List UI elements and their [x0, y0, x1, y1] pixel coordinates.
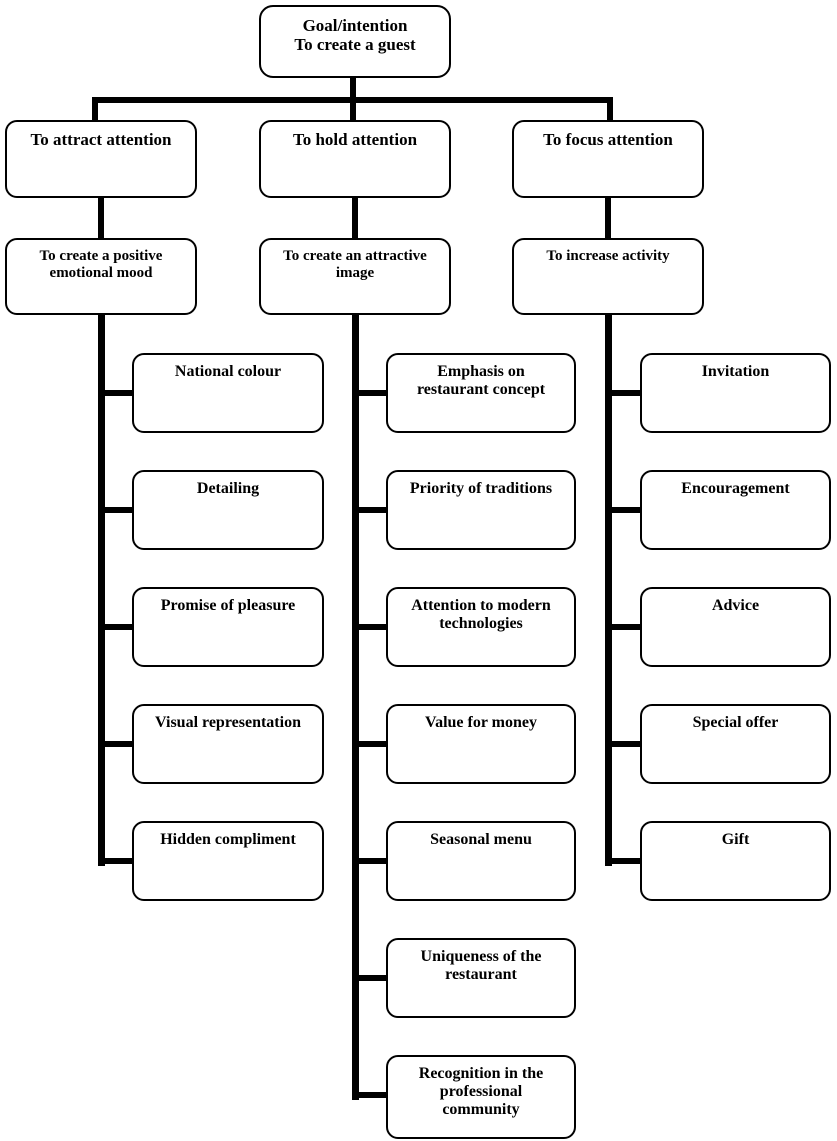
connector-stub-b1-1	[98, 390, 134, 396]
node-uniqueness-of-restaurant: Uniqueness of the restaurant	[386, 938, 576, 1018]
node-attention-modern-technologies: Attention to modern technologies	[386, 587, 576, 667]
node-priority-of-traditions-line1: Priority of traditions	[409, 480, 553, 497]
node-attractive-image-line1: To create an attractive	[283, 248, 427, 264]
node-value-for-money: Value for money	[386, 704, 576, 784]
connector-bus-drop-3	[607, 97, 613, 122]
node-recognition-professional-community-line3: community	[442, 1100, 520, 1118]
node-advice: Advice	[640, 587, 831, 667]
node-emphasis-restaurant-concept: Emphasis on restaurant concept	[386, 353, 576, 433]
connector-stub-b3-1	[605, 390, 641, 396]
connector-stub-b3-3	[605, 624, 641, 630]
node-seasonal-menu-line1: Seasonal menu	[430, 831, 532, 848]
connector-stub-b2-4	[352, 741, 388, 747]
node-positive-emotional-mood-line2: emotional mood	[49, 264, 153, 281]
node-promise-of-pleasure: Promise of pleasure	[132, 587, 324, 667]
node-advice-line1: Advice	[711, 597, 760, 614]
connector-stub-b2-7	[352, 1092, 388, 1098]
node-goal-line1: Goal/intention	[302, 16, 408, 35]
connector-stub-b1-2	[98, 507, 134, 513]
node-hidden-compliment: Hidden compliment	[132, 821, 324, 901]
connector-l2-l3-3	[605, 196, 611, 240]
connector-l2-l3-1	[98, 196, 104, 240]
node-attention-modern-technologies-line1: Attention to modern	[411, 597, 551, 614]
node-focus-attention-label: To focus attention	[543, 130, 673, 149]
node-promise-of-pleasure-line1: Promise of pleasure	[160, 597, 296, 614]
node-uniqueness-of-restaurant-line2: restaurant	[445, 965, 517, 983]
node-invitation: Invitation	[640, 353, 831, 433]
node-invitation-line1: Invitation	[701, 363, 770, 380]
connector-stub-b2-3	[352, 624, 388, 630]
connector-bus-drop-2	[350, 97, 356, 122]
connector-stub-b2-2	[352, 507, 388, 513]
connector-stub-b2-5	[352, 858, 388, 864]
connector-stub-b2-6	[352, 975, 388, 981]
connector-stub-b3-4	[605, 741, 641, 747]
node-recognition-professional-community: Recognition in the professional communit…	[386, 1055, 576, 1139]
node-hold-attention-label: To hold attention	[292, 130, 418, 149]
node-goal-line2: To create a guest	[294, 35, 416, 55]
connector-spine-branch-3	[605, 313, 612, 866]
node-special-offer: Special offer	[640, 704, 831, 784]
connector-bus-drop-1	[92, 97, 98, 122]
node-increase-activity-line1: To increase activity	[546, 248, 670, 264]
node-attract-attention: To attract attention	[5, 120, 197, 198]
connector-l2-l3-2	[352, 196, 358, 240]
node-national-colour: National colour	[132, 353, 324, 433]
node-attract-attention-label: To attract attention	[30, 130, 172, 149]
connector-stub-b3-5	[605, 858, 641, 864]
node-visual-representation: Visual representation	[132, 704, 324, 784]
connector-stub-b1-5	[98, 858, 134, 864]
connector-spine-branch-2	[352, 313, 359, 1100]
node-detailing-line1: Detailing	[196, 480, 260, 497]
connector-stub-b1-3	[98, 624, 134, 630]
connector-spine-branch-1	[98, 313, 105, 866]
node-national-colour-line1: National colour	[174, 363, 282, 380]
node-attractive-image-line2: image	[335, 264, 375, 281]
node-emphasis-restaurant-concept-line1: Emphasis on	[437, 363, 525, 380]
node-attractive-image: To create an attractive image	[259, 238, 451, 315]
node-recognition-professional-community-line2: professional	[439, 1082, 523, 1100]
node-positive-emotional-mood-line1: To create a positive	[39, 248, 163, 264]
connector-goal-stem	[350, 76, 356, 102]
node-gift: Gift	[640, 821, 831, 901]
node-encouragement: Encouragement	[640, 470, 831, 550]
connector-stub-b3-2	[605, 507, 641, 513]
node-attention-modern-technologies-line2: technologies	[439, 614, 523, 632]
node-visual-representation-line1: Visual representation	[155, 714, 301, 731]
node-detailing: Detailing	[132, 470, 324, 550]
connector-stub-b1-4	[98, 741, 134, 747]
node-hold-attention: To hold attention	[259, 120, 451, 198]
node-hidden-compliment-line1: Hidden compliment	[160, 831, 296, 848]
node-uniqueness-of-restaurant-line1: Uniqueness of the	[420, 948, 542, 965]
node-increase-activity: To increase activity	[512, 238, 704, 315]
node-seasonal-menu: Seasonal menu	[386, 821, 576, 901]
node-positive-emotional-mood: To create a positive emotional mood	[5, 238, 197, 315]
node-value-for-money-line1: Value for money	[425, 714, 537, 731]
node-focus-attention: To focus attention	[512, 120, 704, 198]
connector-stub-b2-1	[352, 390, 388, 396]
node-priority-of-traditions: Priority of traditions	[386, 470, 576, 550]
node-gift-line1: Gift	[721, 831, 750, 848]
node-special-offer-line1: Special offer	[692, 714, 779, 731]
node-emphasis-restaurant-concept-line2: restaurant concept	[416, 380, 546, 398]
node-goal: Goal/intention To create a guest	[259, 5, 451, 78]
node-recognition-professional-community-line1: Recognition in the	[418, 1065, 544, 1082]
node-encouragement-line1: Encouragement	[681, 480, 790, 497]
